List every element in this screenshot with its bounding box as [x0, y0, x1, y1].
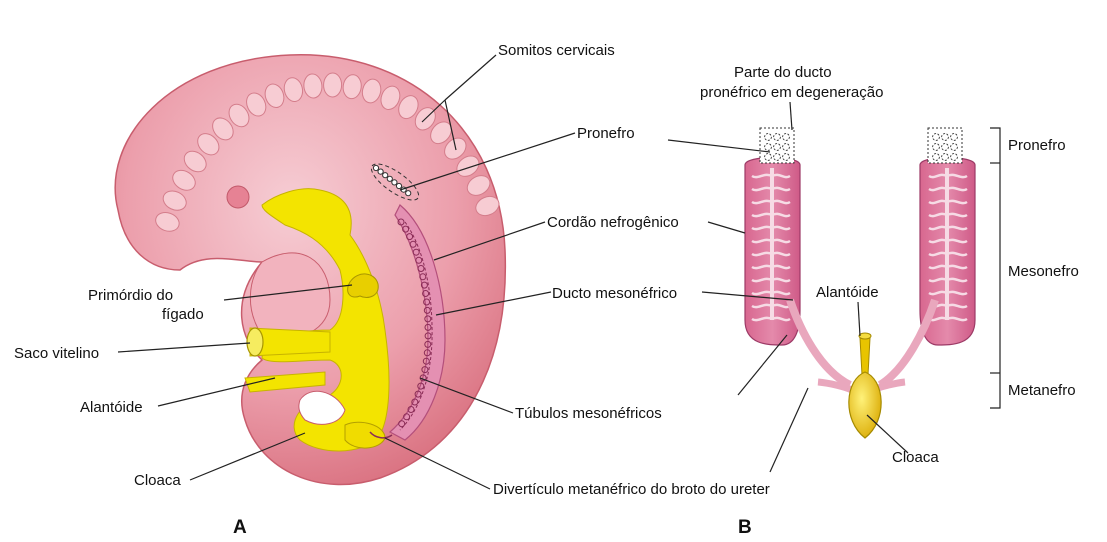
pronephros-degenerating: [760, 128, 962, 163]
label-cloaca-b: Cloaca: [892, 449, 939, 466]
label-pronefro-a: Pronefro: [577, 125, 635, 142]
label-mesonefro: Mesonefro: [1008, 263, 1079, 280]
label-somitos-cervicais: Somitos cervicais: [498, 42, 615, 59]
label-alantoide-a: Alantóide: [80, 399, 143, 416]
label-cordao-nefrogenico: Cordão nefrogênico: [547, 214, 679, 231]
label-pronefro-b: Pronefro: [1008, 137, 1066, 154]
label-cloaca-a: Cloaca: [134, 472, 181, 489]
label-tubulos-mesonefricos: Túbulos mesonéfricos: [515, 405, 662, 422]
somite: [323, 73, 341, 97]
label-parte-line2: pronéfrico em degeneração: [700, 84, 883, 101]
panel-letter-a: A: [233, 517, 247, 538]
label-diverticulo: Divertículo metanéfrico do broto do uret…: [493, 481, 770, 498]
region-bracket: [990, 128, 1000, 408]
label-saco-vitelino: Saco vitelino: [14, 345, 99, 362]
label-parte-line1: Parte do ducto: [734, 64, 832, 81]
panel-letter-b: B: [738, 517, 752, 538]
label-metanefro: Metanefro: [1008, 382, 1076, 399]
label-ducto-mesonefrico: Ducto mesonéfrico: [552, 285, 677, 302]
cloaca-b: [849, 333, 881, 438]
label-primordio-line1: Primórdio do: [88, 287, 173, 304]
label-alantoide-b: Alantóide: [816, 284, 879, 301]
label-primordio-line2: fígado: [162, 306, 204, 323]
